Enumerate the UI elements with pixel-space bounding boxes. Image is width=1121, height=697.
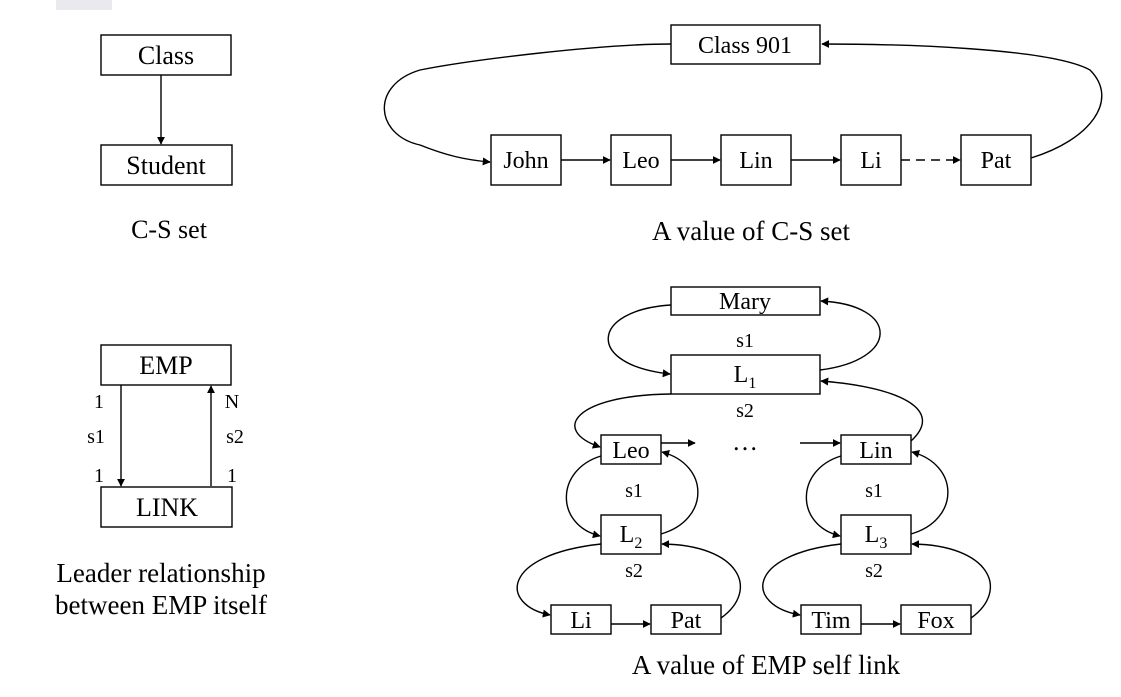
fox-label: Fox bbox=[917, 608, 954, 634]
s2-top-cardinality: N bbox=[225, 391, 239, 413]
tim-box bbox=[800, 604, 862, 635]
student-label-leo: Leo bbox=[622, 148, 659, 174]
emp-box bbox=[100, 344, 232, 386]
cs-schema: Class Student C-S set bbox=[100, 34, 233, 244]
emp-schema: EMP LINK 1 s1 1 N s2 1 Leader relationsh… bbox=[55, 344, 267, 620]
arrow-l3-to-lin bbox=[910, 450, 949, 535]
emp-value-caption: A value of EMP self link bbox=[632, 650, 901, 680]
student-label-pat: Pat bbox=[981, 148, 1012, 174]
arrow-fox-to-l3 bbox=[911, 540, 991, 619]
lin-box bbox=[840, 434, 912, 465]
emp-schema-caption-line1: Leader relationship bbox=[56, 558, 265, 588]
cs-value: Class 901 John Leo Lin Li Pat A value of… bbox=[383, 24, 1103, 246]
student-label-li: Li bbox=[860, 148, 882, 174]
l2-label: L2 bbox=[620, 522, 643, 552]
l3-subscript: 3 bbox=[879, 535, 887, 552]
leo-box bbox=[600, 434, 662, 465]
s1-top-cardinality: 1 bbox=[94, 391, 104, 413]
s1-label-lin: s1 bbox=[865, 480, 883, 502]
l2-base: L bbox=[620, 522, 635, 548]
class-box bbox=[100, 34, 232, 76]
corner-mark bbox=[56, 0, 112, 10]
s1-bottom-cardinality: 1 bbox=[94, 465, 104, 487]
l1-subscript: 1 bbox=[748, 375, 756, 392]
s2-label-l1: s2 bbox=[736, 400, 754, 422]
emp-label: EMP bbox=[139, 351, 192, 380]
mary-box bbox=[670, 286, 821, 316]
tim-label: Tim bbox=[811, 608, 850, 634]
l1-base: L bbox=[734, 362, 749, 388]
fox-box bbox=[900, 604, 972, 635]
arrow-l2-to-li bbox=[516, 543, 602, 618]
arrow-l1-to-leo bbox=[574, 393, 672, 449]
l1-box bbox=[670, 354, 821, 395]
li-label: Li bbox=[570, 608, 592, 634]
arrow-lin-to-l1 bbox=[820, 377, 924, 442]
student-box-pat bbox=[960, 134, 1032, 186]
l2-box bbox=[600, 514, 662, 555]
emp-schema-caption-line2: between EMP itself bbox=[55, 590, 267, 620]
student-box bbox=[100, 144, 233, 186]
leo-label: Leo bbox=[612, 438, 649, 464]
l1-label: L1 bbox=[734, 362, 757, 392]
arrow-l1-to-mary bbox=[819, 297, 881, 371]
pat-box bbox=[650, 604, 722, 635]
s2-label: s2 bbox=[226, 426, 244, 448]
s1-label: s1 bbox=[87, 426, 105, 448]
s1-label-mary: s1 bbox=[736, 330, 754, 352]
student-label-john: John bbox=[503, 148, 548, 174]
class-901-box bbox=[670, 24, 821, 65]
arrow-l2-to-leo bbox=[660, 450, 699, 535]
student-label: Student bbox=[126, 151, 206, 180]
l2-subscript: 2 bbox=[634, 535, 642, 552]
arrow-lin-to-l3 bbox=[805, 455, 842, 539]
l3-box bbox=[840, 514, 912, 555]
cs-value-caption: A value of C-S set bbox=[652, 216, 850, 246]
link-label: LINK bbox=[136, 493, 198, 522]
s2-bottom-cardinality: 1 bbox=[227, 465, 237, 487]
li-box bbox=[550, 604, 612, 635]
arrow-leo-to-l2 bbox=[565, 455, 602, 539]
arrow-pat-to-class bbox=[821, 40, 1103, 159]
link-box bbox=[100, 486, 233, 528]
arrow-class-to-john bbox=[383, 43, 672, 166]
cs-schema-caption: C-S set bbox=[131, 215, 208, 244]
arrow-pat-to-l2 bbox=[661, 540, 741, 619]
ellipsis: … bbox=[732, 427, 758, 456]
arrow-l3-to-tim bbox=[762, 543, 842, 618]
class-label: Class bbox=[138, 41, 194, 70]
s1-label-leo: s1 bbox=[625, 480, 643, 502]
l3-base: L bbox=[865, 522, 880, 548]
mary-label: Mary bbox=[719, 289, 771, 315]
s2-label-l3: s2 bbox=[865, 560, 883, 582]
class-901-label: Class 901 bbox=[698, 33, 792, 59]
lin-label: Lin bbox=[859, 438, 892, 464]
emp-value: Mary s1 L1 s2 Leo … Lin s1 s1 L2 L3 s2 s… bbox=[516, 286, 991, 680]
l3-label: L3 bbox=[865, 522, 888, 552]
pat-label: Pat bbox=[671, 608, 702, 634]
arrow-mary-to-l1 bbox=[607, 304, 672, 378]
s2-label-l2: s2 bbox=[625, 560, 643, 582]
student-label-lin: Lin bbox=[739, 148, 772, 174]
